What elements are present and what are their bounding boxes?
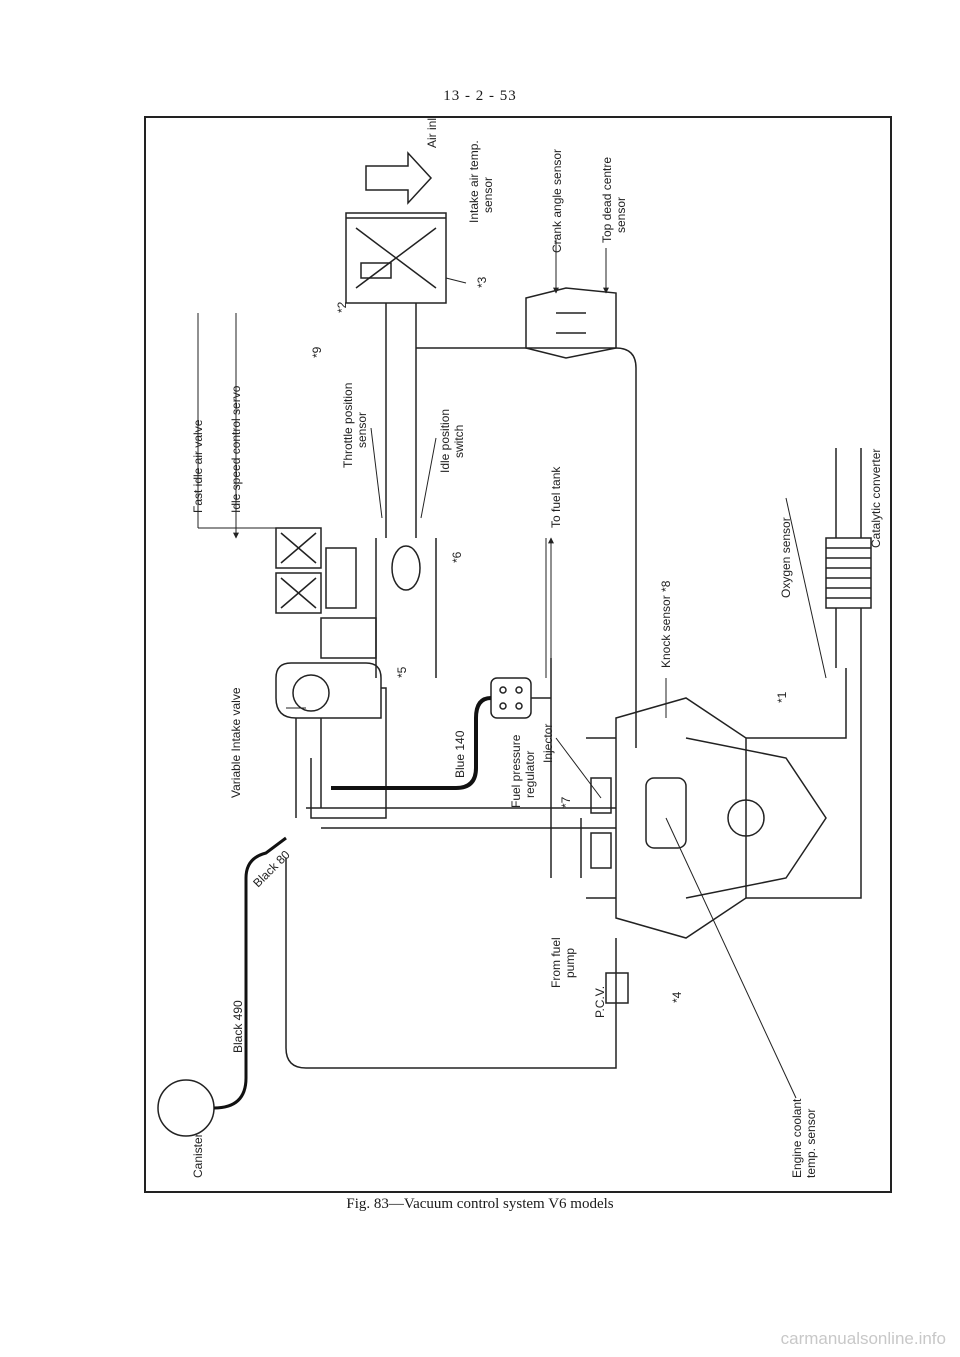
from-fuel-label: From fuel xyxy=(549,937,563,988)
catalytic-converter-label: Catalytic converter xyxy=(869,449,883,548)
intake-plenum xyxy=(275,662,616,829)
canister xyxy=(157,1079,215,1137)
fuel-pressure-label: Fuel pressure xyxy=(509,734,523,808)
throttle-position-label: Throttle position xyxy=(341,383,355,468)
callout-3: *3 xyxy=(475,276,489,288)
top-dead-centre-label-2: sensor xyxy=(614,197,628,233)
callout-5: *5 xyxy=(395,666,409,678)
from-fuel-label-2: pump xyxy=(563,948,577,978)
top-dead-centre-label: Top dead centre xyxy=(600,157,614,243)
v6-engine-block xyxy=(586,697,827,939)
injector-label: Injector xyxy=(541,724,555,763)
black-490-hose xyxy=(213,836,287,1110)
intake-air-temp-label: Intake air temp. xyxy=(467,140,481,223)
pcv-line xyxy=(285,858,629,1069)
page-number: 13 - 2 - 53 xyxy=(443,88,517,104)
to-fuel-tank-label: To fuel tank xyxy=(549,466,563,528)
callout-4: *4 xyxy=(670,991,684,1003)
callout-9: *9 xyxy=(310,346,324,358)
fast-idle-label: Fast idle air valve xyxy=(191,419,205,513)
exhaust-system xyxy=(746,448,872,899)
idle-control-valves xyxy=(275,527,421,659)
crank-angle-sensor-body xyxy=(525,287,617,359)
callout-7: *7 xyxy=(559,796,573,808)
air-inlet-label: Air inlet xyxy=(425,118,439,148)
callout-6: *6 xyxy=(450,551,464,563)
air-inlet-arrow xyxy=(365,151,433,205)
canister-label: Canister xyxy=(191,1133,205,1178)
idle-speed-label: Idle speed control servo xyxy=(229,385,243,513)
fuel-pressure-regulator xyxy=(490,658,552,818)
engine-coolant-label-2: temp. sensor xyxy=(804,1109,818,1178)
variable-intake-label: Variable Intake valve xyxy=(229,687,243,798)
fuel-pressure-label-2: regulator xyxy=(523,751,537,798)
crank-angle-label: Crank angle sensor xyxy=(550,149,564,253)
intake-air-temp-label-2: sensor xyxy=(481,177,495,213)
knock-sensor-label: Knock sensor *8 xyxy=(659,580,673,668)
watermark: carmanualsonline.info xyxy=(780,1329,946,1348)
air-filter-housing xyxy=(345,212,447,304)
pcv-label: P.C.V. xyxy=(593,986,607,1018)
blue-140-hose xyxy=(331,696,492,790)
throttle-position-label-2: sensor xyxy=(355,412,369,448)
figure-frame: Air inlet Intake air temp. sensor Crank … xyxy=(144,116,892,1193)
idle-position-label: Idle position xyxy=(438,409,452,473)
leader-lines xyxy=(197,238,827,1099)
blue-140-label: Blue 140 xyxy=(453,730,467,778)
fuel-rail xyxy=(550,777,612,878)
callout-2: *2 xyxy=(335,301,349,313)
engine-coolant-label: Engine coolant xyxy=(790,1098,804,1178)
idle-position-label-2: switch xyxy=(452,425,466,458)
callout-1: *1 xyxy=(775,691,789,703)
black-490-label: Black 490 xyxy=(231,1000,245,1053)
vacuum-system-diagram: Air inlet Intake air temp. sensor Crank … xyxy=(157,118,883,1178)
oxygen-sensor-label: Oxygen sensor xyxy=(779,517,793,598)
figure-caption: Fig. 83—Vacuum control system V6 models xyxy=(346,1196,614,1212)
intake-duct xyxy=(375,303,637,748)
